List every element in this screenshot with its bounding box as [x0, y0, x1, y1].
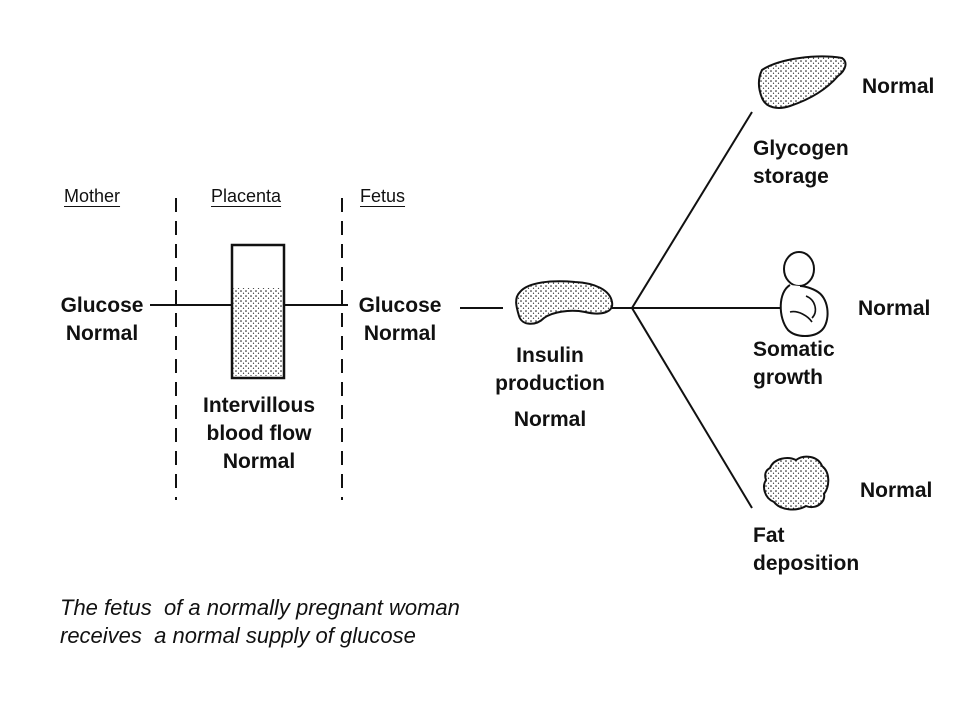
- header-placenta: Placenta: [211, 186, 282, 206]
- glycogen-label: Glycogen storage: [753, 135, 849, 191]
- placenta-flow-line2: blood flow: [206, 422, 312, 445]
- pancreas-icon: [515, 280, 614, 325]
- somatic-line1: Somatic: [753, 338, 835, 361]
- caption-line2: receives a normal supply of glucose: [60, 623, 416, 648]
- placenta-flow-label: Intervillous blood flow Normal: [183, 392, 335, 476]
- insulin-production-label: Insulin production Normal: [478, 342, 622, 434]
- glycogen-line2: storage: [753, 165, 829, 188]
- branch-glycogen: [631, 111, 753, 309]
- caption: The fetus of a normally pregnant woman r…: [60, 594, 460, 650]
- insulin-line1: Insulin: [516, 344, 584, 367]
- fat-cell-icon: [763, 455, 830, 511]
- glycogen-line1: Glycogen: [753, 137, 849, 160]
- branch-fat: [631, 307, 753, 509]
- liver-icon: [758, 55, 847, 109]
- fetus-glucose-status: Normal: [363, 322, 437, 345]
- insulin-status: Normal: [513, 408, 587, 431]
- mother-glucose-label: Glucose Normal: [52, 292, 152, 348]
- somatic-line2: growth: [753, 366, 823, 389]
- placenta-flow-status: Normal: [222, 450, 296, 473]
- glycogen-status: Normal: [862, 75, 935, 98]
- fetus-glucose-label: Glucose Normal: [348, 292, 452, 348]
- somatic-status: Normal: [858, 297, 931, 320]
- insulin-line2: production: [495, 372, 605, 395]
- placenta-blood-column: [230, 243, 286, 380]
- placenta-flow-line1: Intervillous: [202, 394, 316, 417]
- header-mother: Mother: [64, 186, 121, 206]
- somatic-label: Somatic growth: [753, 336, 835, 392]
- fetus-icon: [779, 251, 829, 337]
- fat-status: Normal: [860, 479, 933, 502]
- fat-label: Fat deposition: [753, 522, 859, 578]
- mother-glucose-status: Normal: [65, 322, 139, 345]
- fat-line1: Fat: [753, 524, 785, 547]
- header-fetus: Fetus: [360, 186, 406, 206]
- fetus-glucose-word: Glucose: [358, 294, 442, 317]
- fat-line2: deposition: [753, 552, 860, 575]
- mother-glucose-word: Glucose: [60, 294, 144, 317]
- caption-line1: The fetus of a normally pregnant woman: [60, 595, 460, 620]
